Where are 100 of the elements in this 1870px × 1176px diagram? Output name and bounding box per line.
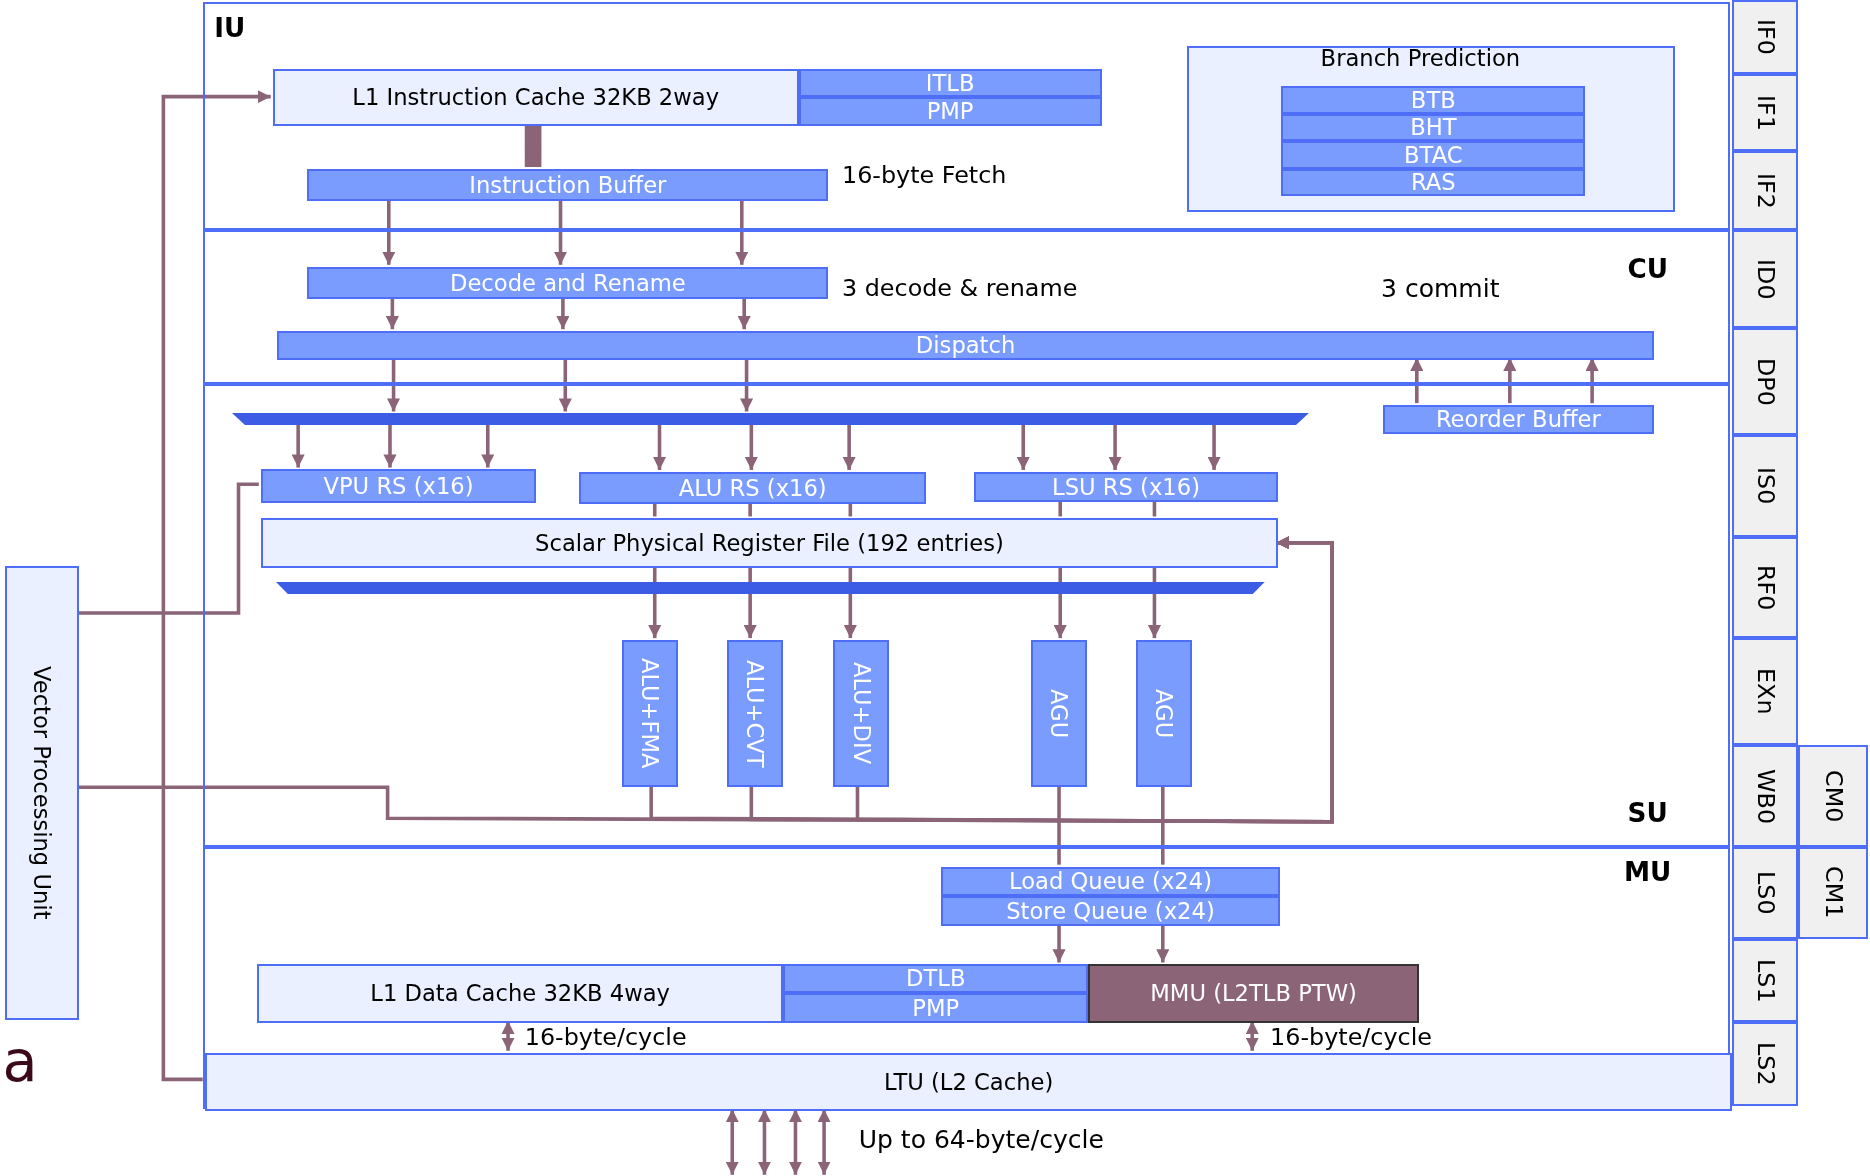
double-arrow xyxy=(501,1020,515,1051)
pipeline-stage-box: WB0 xyxy=(1731,745,1799,847)
pipeline-stage-box: DP0 xyxy=(1731,327,1799,436)
arrow xyxy=(558,357,572,412)
predictor-block: BTAC xyxy=(1281,141,1586,169)
reservation-station-block: ALU RS (x16) xyxy=(579,471,927,505)
connector-line xyxy=(78,482,259,615)
arrow xyxy=(1503,357,1517,404)
arrow xyxy=(387,357,401,412)
unit-label: CU xyxy=(1627,254,1669,284)
queue-block: Store Queue (x24) xyxy=(940,896,1281,927)
annotation: 16-byte Fetch xyxy=(841,161,1007,189)
arrow xyxy=(648,566,662,639)
arrow xyxy=(524,124,542,167)
connector-line xyxy=(1057,784,1061,865)
unit-label: SU xyxy=(1627,798,1668,827)
dispatch-block: Dispatch xyxy=(277,331,1654,360)
predictor-block: BTB xyxy=(1281,86,1586,114)
pipeline-stage-box: LS1 xyxy=(1731,938,1799,1023)
queue-block: Load Queue (x24) xyxy=(940,866,1281,897)
pipeline-stage-box: IS0 xyxy=(1731,435,1799,537)
unit-frame xyxy=(202,846,1731,1110)
predictor-block: RAS xyxy=(1281,168,1586,196)
cache-block: L1 Instruction Cache 32KB 2way xyxy=(272,68,799,126)
annotation: Up to 64-byte/cycle xyxy=(858,1124,1104,1154)
arrow xyxy=(1156,924,1170,963)
arrow xyxy=(161,90,271,1082)
unit-label: MU xyxy=(1623,858,1672,887)
arrow xyxy=(1108,423,1122,470)
connector-line xyxy=(748,502,752,517)
pipeline-stage-box: LS0 xyxy=(1731,846,1799,939)
pipeline-stage-box: IF0 xyxy=(1731,0,1799,74)
pipeline-stage-box: LS2 xyxy=(1731,1022,1799,1106)
table-block: ITLB xyxy=(798,68,1102,98)
unit-frame xyxy=(202,384,1731,847)
unit-frame xyxy=(202,230,1731,384)
execution-unit-block: ALU+DIV xyxy=(833,640,890,787)
pipeline-stage-box: IF1 xyxy=(1731,73,1799,152)
pipeline-stage-box: CM1 xyxy=(1798,846,1868,939)
pipeline-stage-box: RF0 xyxy=(1731,536,1799,638)
pipeline-stage-box: IF2 xyxy=(1731,151,1799,231)
arrow xyxy=(1410,357,1424,404)
connector-line xyxy=(1058,499,1062,517)
arrow xyxy=(553,199,568,265)
bus-bar xyxy=(232,413,1310,426)
cache-block: L1 Data Cache 32KB 4way xyxy=(257,964,784,1023)
arrow xyxy=(385,297,399,330)
arrow xyxy=(652,423,667,470)
decode-block: Decode and Rename xyxy=(307,266,829,299)
arrow xyxy=(740,357,754,412)
table-block: PMP xyxy=(783,993,1089,1023)
arrow xyxy=(1207,423,1221,470)
mmu-block: MMU (L2TLB PTW) xyxy=(1088,964,1419,1023)
annotation: 3 decode & rename xyxy=(841,274,1078,303)
cache-block: LTU (L2 Cache) xyxy=(204,1052,1733,1112)
unit-label: IU xyxy=(214,13,246,43)
pipeline-stage-box: ID0 xyxy=(1731,230,1799,328)
arrow xyxy=(382,199,396,265)
execution-unit-block: ALU+FMA xyxy=(622,640,679,787)
arrow xyxy=(1016,423,1030,470)
execution-unit-block: ALU+CVT xyxy=(727,640,784,787)
table-block: PMP xyxy=(798,97,1102,126)
double-arrow xyxy=(725,1109,739,1175)
arrow xyxy=(78,536,1334,824)
arrow xyxy=(842,423,856,470)
arrow xyxy=(1053,566,1067,639)
arrow xyxy=(1147,566,1161,639)
reservation-station-block: LSU RS (x16) xyxy=(973,471,1279,502)
pipeline-stage-box: CM0 xyxy=(1798,745,1868,847)
table-block: DTLB xyxy=(783,964,1089,993)
execution-unit-block: AGU xyxy=(1136,640,1193,787)
branch-prediction-panel xyxy=(1187,46,1676,212)
arrow xyxy=(481,423,495,468)
execution-unit-block: AGU xyxy=(1031,640,1088,787)
connector-line xyxy=(652,502,657,517)
arrow xyxy=(383,423,397,468)
annotation: 3 commit xyxy=(1381,274,1500,304)
arrow xyxy=(743,566,757,639)
panel-heading: Branch Prediction xyxy=(1320,45,1521,71)
arrow xyxy=(744,423,758,470)
double-arrow xyxy=(788,1109,802,1175)
arrow xyxy=(1052,924,1066,963)
unit-frame xyxy=(202,2,1731,231)
arrow xyxy=(1585,357,1599,404)
double-arrow xyxy=(1245,1020,1259,1051)
predictor-block: BHT xyxy=(1281,113,1586,142)
register-file-block: Scalar Physical Register File (192 entries) xyxy=(260,518,1279,569)
vector-unit-block: Vector Processing Unit xyxy=(4,566,79,1020)
arrow xyxy=(556,297,570,330)
pipeline-stage-box: EXn xyxy=(1731,638,1799,746)
arrow xyxy=(737,297,751,330)
arrow xyxy=(843,566,857,639)
panel-letter: a xyxy=(2,1028,38,1094)
connector-line xyxy=(1161,784,1165,865)
bus-bar xyxy=(276,581,1265,594)
buffer-block: Instruction Buffer xyxy=(307,168,829,202)
arrow xyxy=(291,423,305,468)
double-arrow xyxy=(757,1109,771,1175)
arrow xyxy=(735,199,749,265)
reservation-station-block: VPU RS (x16) xyxy=(260,469,537,503)
